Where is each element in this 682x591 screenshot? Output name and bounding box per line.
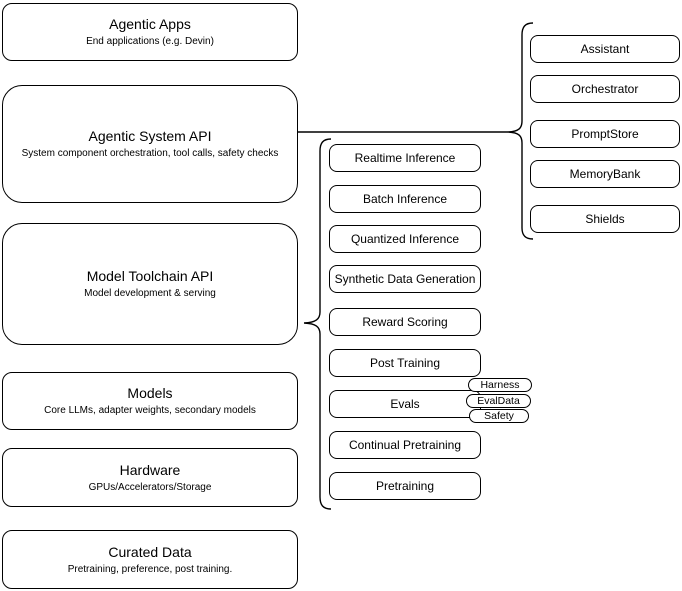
box-models: Models Core LLMs, adapter weights, secon… [2,372,298,430]
box-subtitle: Pretraining, preference, post training. [67,563,233,575]
system-components-brace [507,22,534,240]
box-title: Models [127,385,173,401]
toolchain-item-continual-pretraining: Continual Pretraining [329,431,481,459]
system-component-shields: Shields [530,205,680,233]
toolchain-item-post-training: Post Training [329,349,481,377]
eval-tag-evaldata: EvalData [466,394,531,408]
box-agentic-system-api: Agentic System API System component orch… [2,85,298,203]
box-title: Agentic System API [88,128,212,144]
toolchain-item-realtime-inference: Realtime Inference [329,144,481,172]
box-title: Hardware [119,461,181,478]
box-subtitle: GPUs/Accelerators/Storage [88,481,212,493]
box-title: Curated Data [108,543,192,560]
eval-tag-safety: Safety [469,409,529,423]
system-component-orchestrator: Orchestrator [530,75,680,103]
toolchain-item-evals: Evals [329,390,481,418]
box-subtitle: System component orchestration, tool cal… [21,148,279,159]
box-title: Agentic Apps [109,16,191,32]
box-model-toolchain-api: Model Toolchain API Model development & … [2,223,298,345]
toolchain-item-batch-inference: Batch Inference [329,185,481,213]
box-subtitle: End applications (e.g. Devin) [86,36,214,47]
toolchain-brace [303,138,332,510]
box-agentic-apps: Agentic Apps End applications (e.g. Devi… [2,3,298,61]
box-subtitle: Core LLMs, adapter weights, secondary mo… [44,405,256,416]
box-subtitle: Model development & serving [84,288,216,299]
eval-tag-harness: Harness [468,378,532,392]
box-title: Model Toolchain API [86,268,214,284]
box-hardware: Hardware GPUs/Accelerators/Storage [2,448,298,507]
system-component-assistant: Assistant [530,35,680,63]
system-component-memorybank: MemoryBank [530,160,680,188]
toolchain-item-synthetic-data-generation: Synthetic Data Generation [329,265,481,293]
toolchain-item-pretraining: Pretraining [329,472,481,500]
box-curated-data: Curated Data Pretraining, preference, po… [2,530,298,589]
toolchain-item-reward-scoring: Reward Scoring [329,308,481,336]
system-component-promptstore: PromptStore [530,120,680,148]
toolchain-item-quantized-inference: Quantized Inference [329,225,481,253]
